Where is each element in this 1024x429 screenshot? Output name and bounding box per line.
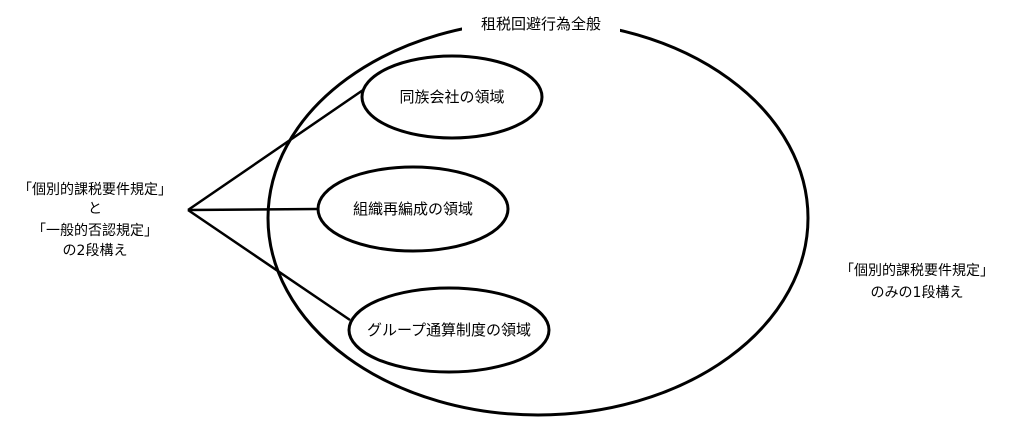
left-note-line-1: 「個別的課税要件規定」 — [18, 182, 172, 198]
connector-line-bottom — [187, 208, 351, 322]
outer-label-background — [462, 11, 620, 35]
outer-ellipse-label: 租税回避行為全般 — [481, 15, 601, 33]
inner-label-family-company: 同族会社の領域 — [399, 88, 504, 106]
right-note-line-1: 「個別的課税要件規定」 — [840, 263, 994, 279]
connector-line-top — [187, 86, 367, 212]
connector-line-middle — [187, 207, 319, 212]
left-note-line-4: の2段構え — [63, 243, 128, 259]
left-note-line-3: 「一般的否認規定」 — [32, 223, 158, 239]
left-note: 「個別的課税要件規定」 と 「一般的否認規定」 の2段構え — [18, 182, 172, 259]
inner-ellipse-group-consolidation — [347, 286, 551, 374]
left-note-line-2: と — [88, 201, 102, 217]
inner-ellipse-family-company — [360, 54, 544, 140]
inner-label-group-consolidation: グループ通算制度の領域 — [367, 321, 531, 339]
inner-label-reorganization: 組織再編成の領域 — [353, 200, 473, 218]
inner-ellipse-reorganization — [316, 165, 510, 253]
right-note: 「個別的課税要件規定」 のみの1段構え — [840, 263, 994, 301]
right-note-line-2: のみの1段構え — [871, 285, 964, 301]
